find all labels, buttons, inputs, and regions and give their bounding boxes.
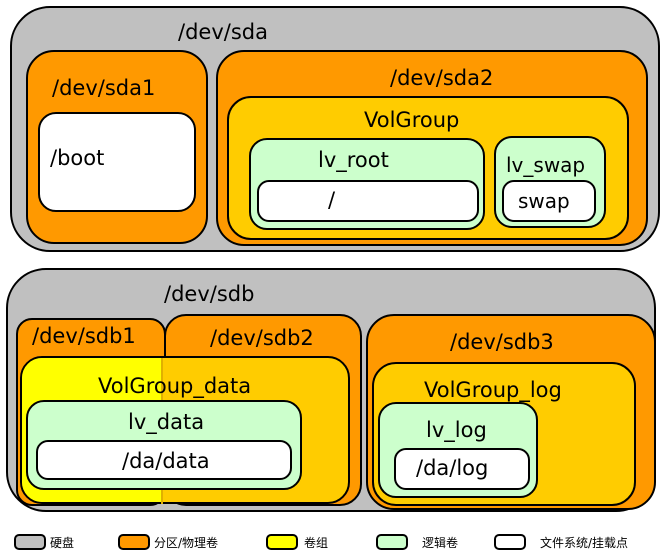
filesystem-boot-label: /boot	[50, 146, 105, 170]
filesystem-root	[257, 180, 479, 222]
filesystem-root-label: /	[328, 188, 336, 212]
filesystem-boot	[38, 112, 196, 212]
volume-group-volgroup-label: VolGroup	[364, 108, 460, 132]
filesystem-swap-label: swap	[518, 189, 570, 213]
partition-sdb2-label: /dev/sdb2	[210, 326, 314, 350]
volume-group-volgroup-log-label: VolGroup_log	[424, 378, 562, 402]
legend-label-disk: 硬盘	[50, 536, 75, 550]
legend-swatch-volume-group	[266, 534, 298, 550]
legend-label-logical-volume: 逻辑卷	[422, 536, 459, 550]
partition-sdb3-label: /dev/sdb3	[450, 330, 554, 354]
logical-volume-lv-swap-label: lv_swap	[506, 153, 586, 177]
logical-volume-lv-root-label: lv_root	[318, 148, 389, 172]
partition-sdb1-label: /dev/sdb1	[32, 324, 136, 348]
legend-swatch-logical-volume	[376, 534, 408, 550]
legend-label-volume-group: 卷组	[304, 536, 329, 550]
partition-sda1-label: /dev/sda1	[52, 76, 156, 100]
logical-volume-lv-log-label: lv_log	[426, 418, 487, 442]
filesystem-da-log	[394, 448, 530, 490]
legend-label-filesystem: 文件系统/挂载点	[540, 536, 629, 550]
filesystem-swap	[502, 180, 596, 222]
partition-sda2-label: /dev/sda2	[390, 66, 494, 90]
filesystem-da-log-label: /da/log	[416, 456, 489, 480]
volume-group-volgroup-data-label: VolGroup_data	[98, 374, 252, 398]
legend-label-partition: 分区/物理卷	[154, 536, 219, 550]
filesystem-da-data-label: /da/data	[122, 449, 210, 473]
logical-volume-lv-data-label: lv_data	[128, 410, 205, 434]
disk-sdb-label: /dev/sdb	[164, 282, 255, 306]
disk-sda-label: /dev/sda	[178, 20, 268, 44]
legend: 硬盘 分区/物理卷 卷组 逻辑卷 文件系统/挂载点	[0, 526, 665, 560]
legend-swatch-disk	[14, 534, 46, 550]
filesystem-da-data	[36, 440, 292, 480]
legend-swatch-filesystem	[494, 534, 526, 550]
legend-swatch-partition	[118, 534, 150, 550]
